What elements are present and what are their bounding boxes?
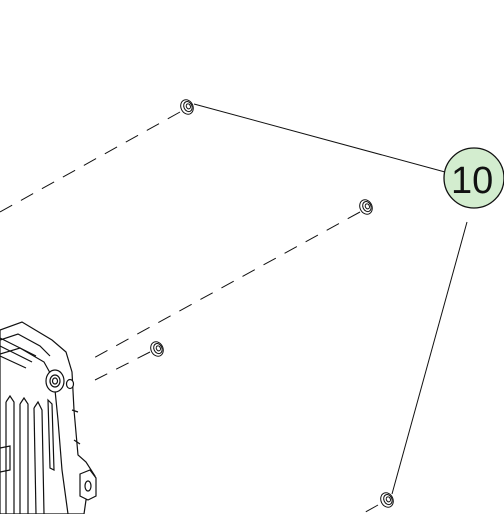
flange-nut-middle xyxy=(359,199,373,215)
nut-bore xyxy=(385,496,391,503)
flange-nut-top xyxy=(180,99,194,115)
housing-small-boss xyxy=(65,378,75,390)
callout-10: 10 xyxy=(443,147,504,209)
assembly-line-nut-middle xyxy=(89,211,361,361)
controller-housing xyxy=(0,321,97,514)
housing-cooling-fin-6 xyxy=(33,407,37,514)
housing-side-slot-1 xyxy=(47,398,55,471)
housing-body-outline xyxy=(0,321,96,514)
assembly-line-nut-lower-left xyxy=(94,351,151,381)
housing-top-rib-3 xyxy=(0,355,27,369)
housing-cooling-fin-1 xyxy=(5,394,15,514)
housing-mount-boss-bore xyxy=(51,377,59,385)
housing-cooling-fin-3 xyxy=(19,396,29,514)
housing-side-slot-2 xyxy=(0,445,11,473)
housing-cooling-fin-5 xyxy=(33,400,45,514)
nut-bore xyxy=(155,345,161,352)
callout-bubble xyxy=(443,147,504,209)
nut-bore xyxy=(364,203,370,210)
callout-leader-lines xyxy=(193,103,468,495)
flange-nut-bottom xyxy=(380,492,394,508)
callout-number: 10 xyxy=(451,160,493,202)
flange-nut-lower-left xyxy=(150,341,164,357)
assembly-line-nut-bottom xyxy=(361,504,379,514)
assembly-dashed-lines xyxy=(0,111,379,514)
housing-edge-line-1 xyxy=(71,409,79,413)
housing-edge-line-2 xyxy=(73,439,81,445)
leader-line-bottom-nut xyxy=(391,221,468,495)
leader-line-top-nut xyxy=(193,103,446,173)
assembly-line-nut-top xyxy=(0,111,181,213)
housing-rear-flange xyxy=(0,333,51,357)
housing-mounting-tab-hole xyxy=(84,480,92,492)
housing-top-rib-1 xyxy=(0,337,37,357)
nut-bore xyxy=(185,103,191,110)
housing-top-rib-2 xyxy=(0,345,33,363)
